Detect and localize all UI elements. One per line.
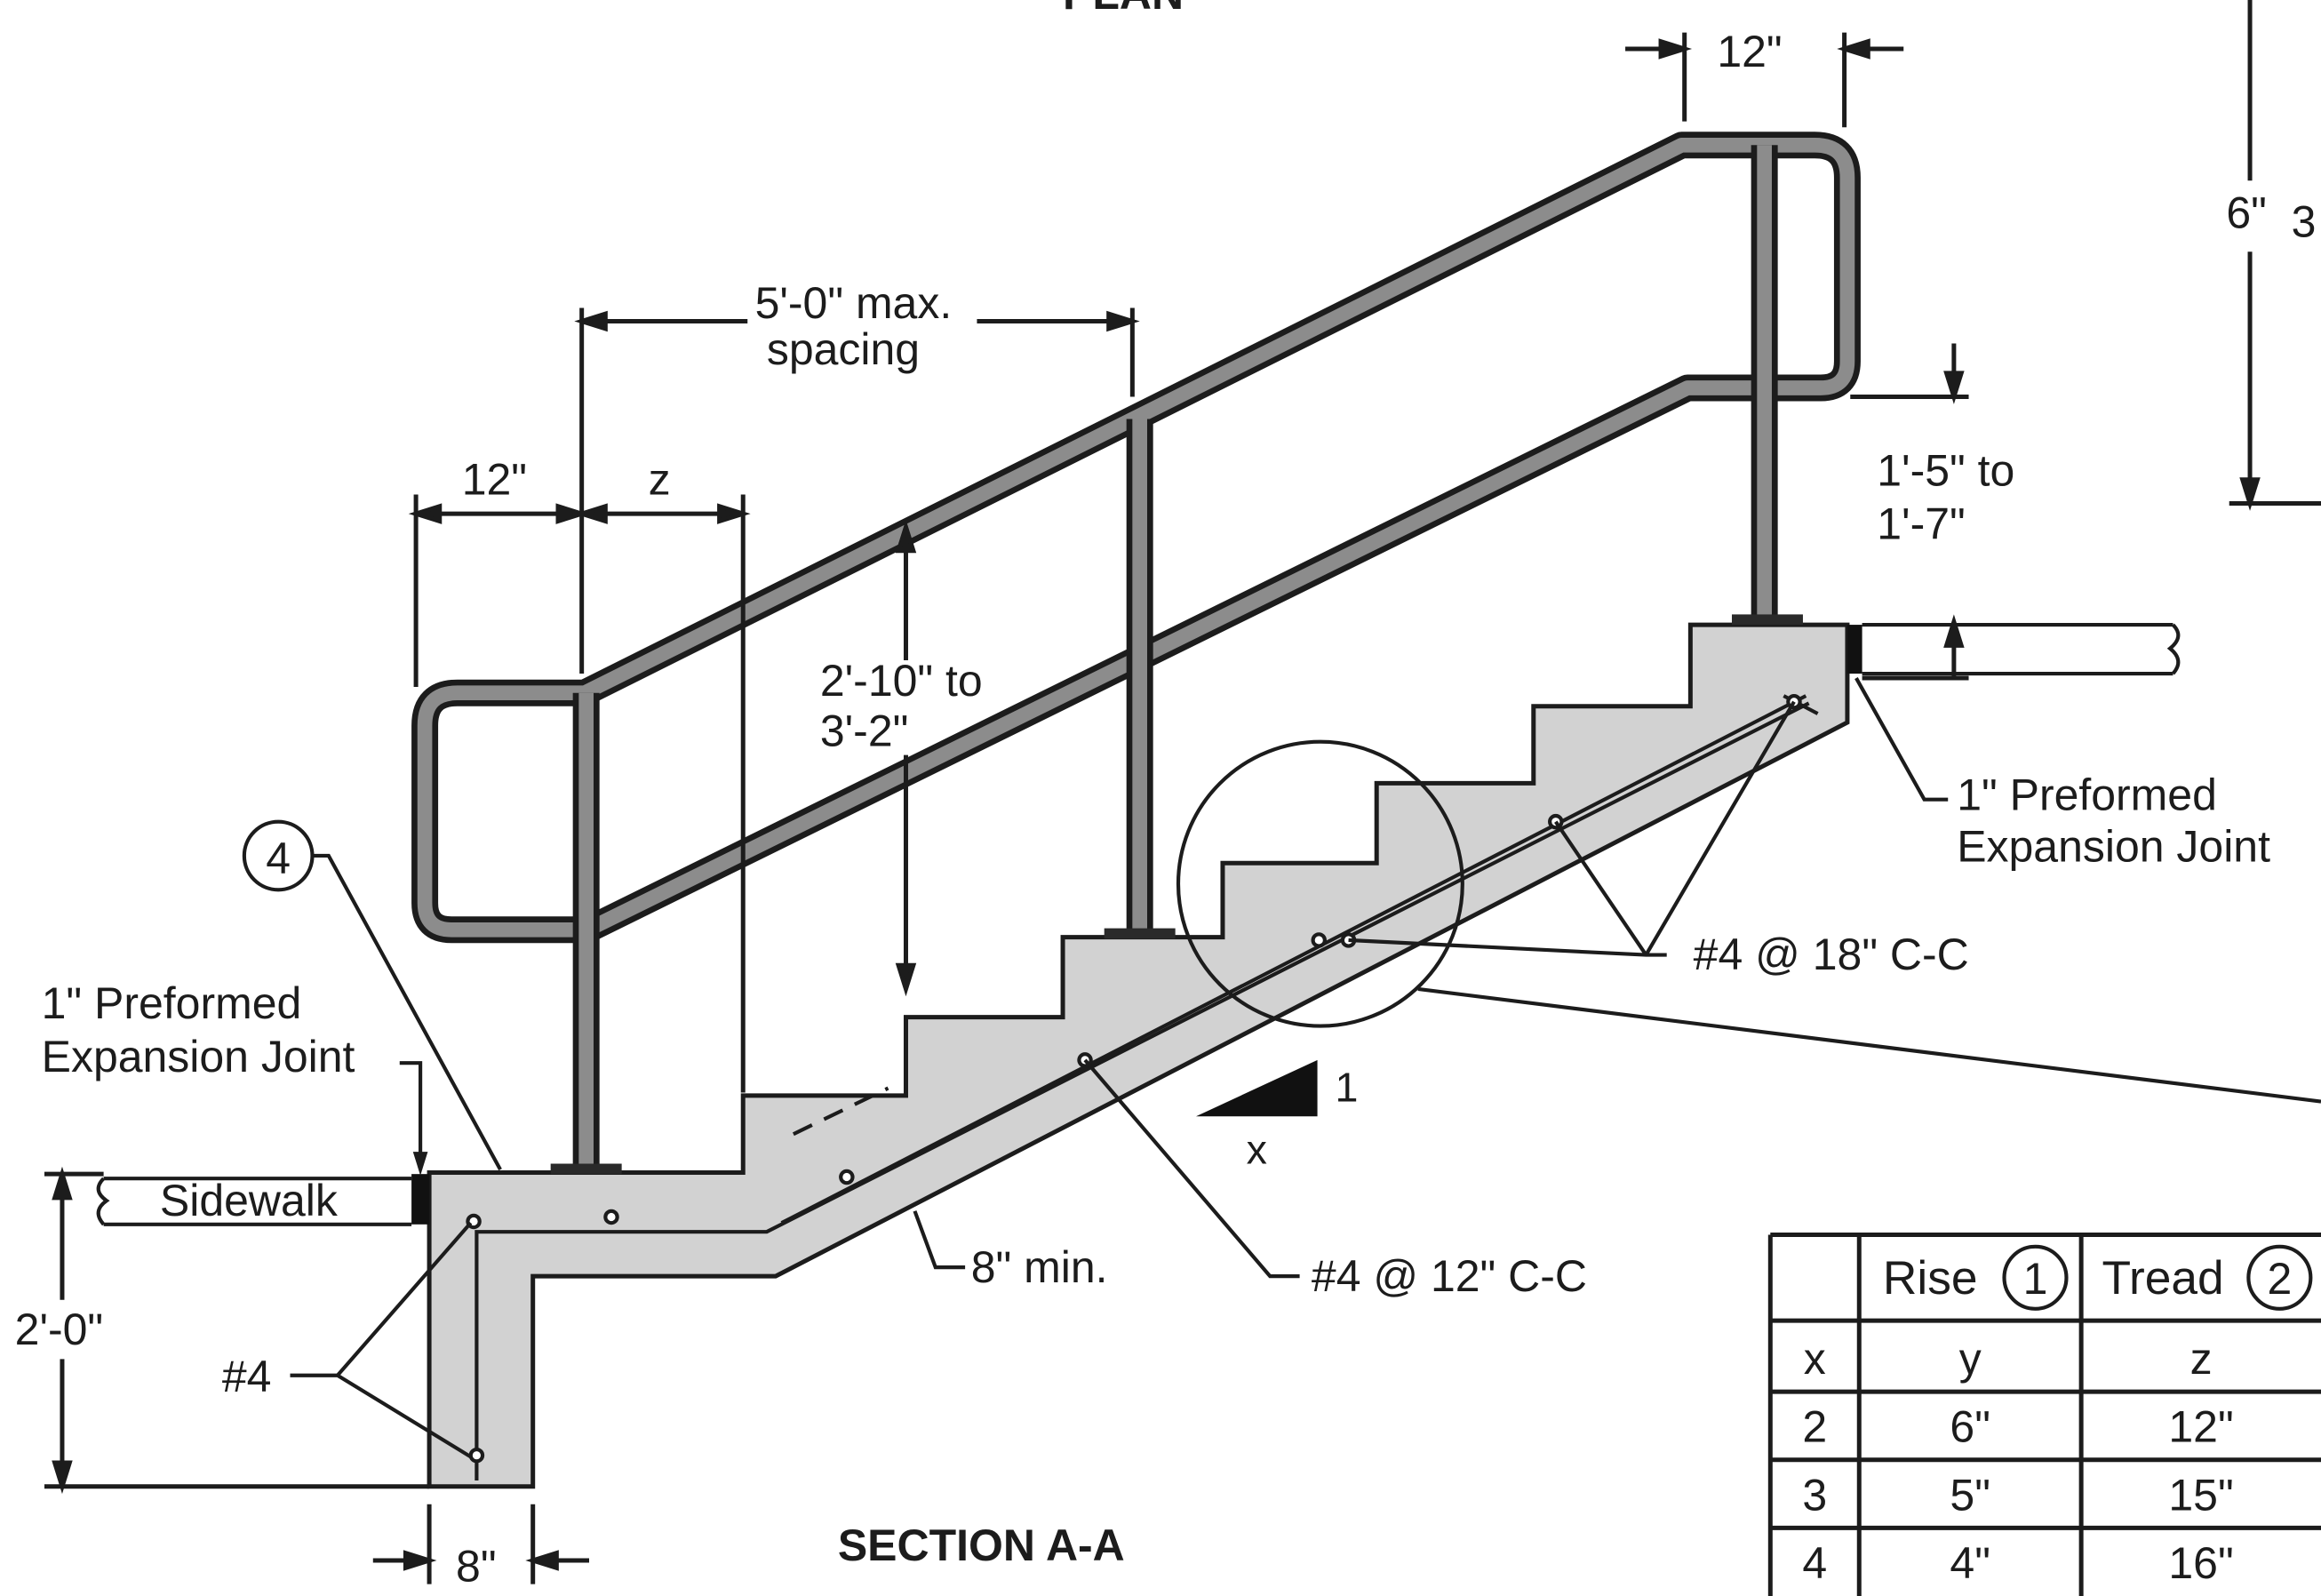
table-header-tread: Tread	[2102, 1252, 2223, 1305]
slope-run-label: x	[1247, 1127, 1267, 1173]
concrete-stair-section	[427, 622, 1850, 1489]
table-header-tread-badge: 2	[2267, 1254, 2292, 1304]
rise-tread-table	[1767, 1232, 2321, 1596]
table-header-tread-badge-circle	[2246, 1244, 2313, 1311]
table-header-rise-badge-circle	[2002, 1244, 2069, 1311]
joint-right-leader	[1854, 677, 1949, 802]
joint-left-leader	[399, 1061, 423, 1170]
bar-4-leaders	[290, 1221, 473, 1459]
joint-right-text-2: Expansion Joint	[1957, 822, 2270, 872]
dim-top-rail-height-text-2: 1'-7"	[1877, 499, 1965, 548]
dim-post-spacing	[574, 307, 1140, 674]
bar-12-label: #4 @ 12" C-C	[1312, 1251, 1587, 1301]
dim-post-spacing-text-1: 5'-0" max.	[755, 278, 953, 328]
joint-right-text-1: 1" Preformed	[1957, 770, 2217, 819]
table-cell: 15"	[2168, 1470, 2233, 1520]
joint-left-text-2: Expansion Joint	[42, 1032, 355, 1081]
expansion-joint-left	[411, 1174, 430, 1225]
table-header-rise: Rise	[1883, 1252, 1978, 1305]
dim-footing-depth	[44, 1166, 430, 1495]
detail-callout-number: 4	[266, 834, 291, 883]
table-cell: 2	[1802, 1402, 1827, 1452]
detail-magnify-leader	[1417, 986, 2321, 1104]
dim-footing-width-text: 8"	[456, 1541, 497, 1591]
table-cell: 5"	[1950, 1470, 1990, 1520]
reinforcing-bars	[475, 694, 1819, 1481]
table-subheader-y: y	[1959, 1334, 1982, 1384]
dim-footing-width	[372, 1504, 589, 1584]
table-header-rise-badge: 1	[2023, 1254, 2048, 1304]
bar-12-leader	[1083, 1058, 1300, 1279]
slope-rise-label: 1	[1336, 1065, 1359, 1111]
bar-4-label: #4	[222, 1352, 272, 1401]
table-cell: 16"	[2168, 1538, 2233, 1588]
dim-top-rail-width-text: 12"	[1717, 27, 1782, 76]
joint-left-arrow	[412, 1152, 428, 1176]
table-cell: 4	[1802, 1538, 1827, 1588]
dim-rail-height-text-1: 2'-10" to	[820, 656, 983, 706]
dim-rail-height	[895, 519, 917, 997]
slab-min-leader	[913, 1210, 966, 1270]
table-subheader-z: z	[2190, 1334, 2213, 1384]
detail-magnify-circle	[1176, 739, 1464, 1028]
dim-right-edge	[2229, 0, 2321, 511]
joint-left-text-1: 1" Preformed	[42, 978, 302, 1028]
expansion-joint-right	[1846, 625, 1862, 674]
dim-tread-z-text: z	[649, 454, 671, 504]
dim-post-spacing-text-2: spacing	[767, 324, 920, 374]
slope-triangle	[1195, 1059, 1318, 1117]
right-edge-three: 3	[2292, 197, 2317, 247]
table-cell: 4"	[1950, 1538, 1990, 1588]
bar-18-label: #4 @ 18" C-C	[1694, 930, 1969, 979]
table-cell: 6"	[1950, 1402, 1990, 1452]
sidewalk-left	[96, 1177, 412, 1226]
post-base-plates	[550, 614, 1803, 1175]
dim-top-rail-height-text-1: 1'-5" to	[1877, 445, 2014, 495]
detail-callout-leader	[312, 853, 502, 1171]
dim-top-rail-height	[1850, 343, 1969, 681]
sidewalk-label: Sidewalk	[160, 1176, 339, 1225]
dim-top-rail-width	[1625, 32, 1904, 128]
right-edge-six: 6"	[2226, 188, 2267, 238]
dim-rail-height-text-2: 3'-2"	[820, 706, 908, 756]
handrail	[411, 132, 1861, 1170]
table-subheader-x: x	[1804, 1334, 1826, 1384]
dim-lower-left	[408, 494, 751, 1093]
slab-min-label: 8" min.	[971, 1242, 1108, 1292]
dim-footing-depth-text: 2'-0"	[15, 1305, 103, 1354]
sidewalk-right	[1862, 622, 2181, 676]
top-cut-label: PLAN	[1063, 0, 1184, 19]
table-cell: 12"	[2168, 1402, 2233, 1452]
dim-lower-left-width-text: 12"	[462, 454, 527, 504]
table-cell: 3	[1802, 1470, 1827, 1520]
section-title: SECTION A-A	[838, 1520, 1125, 1570]
